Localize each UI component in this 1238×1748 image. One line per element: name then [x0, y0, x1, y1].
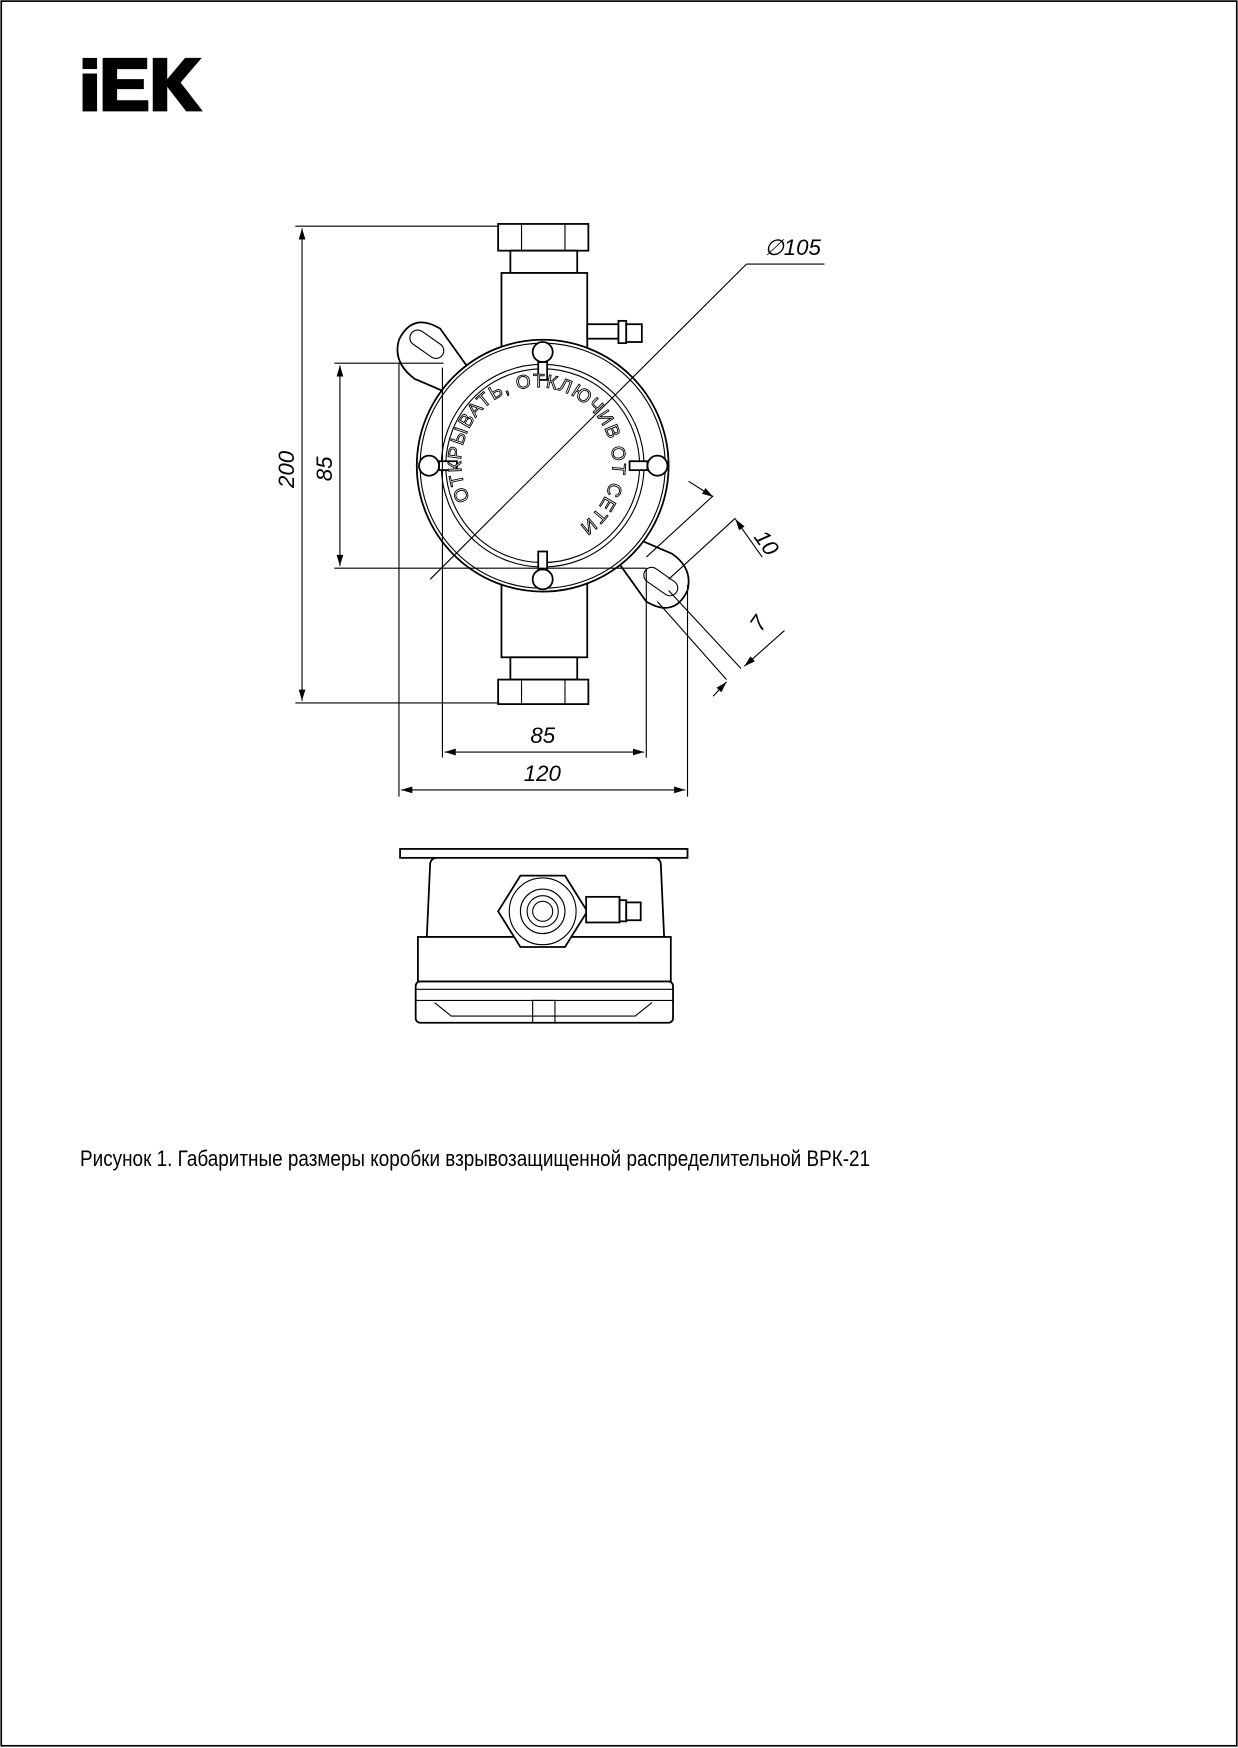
cover-screws: [418, 341, 669, 591]
iek-logo: [82, 57, 203, 112]
dim-diameter-105: ∅105: [764, 235, 821, 260]
side-view: [399, 848, 689, 1024]
front-view: ОТКРЫВАТЬ, ОТКЛЮЧИВ ОТ СЕТИ: [396, 223, 690, 705]
dim-mount-horizontal-85: 85: [530, 723, 555, 748]
figure-caption: Рисунок 1. Габаритные размеры коробки вз…: [80, 1146, 871, 1171]
dim-height-200: 200: [274, 450, 299, 489]
dim-slot-7: 7: [745, 610, 774, 636]
dim-lug-10: 10: [749, 526, 784, 561]
dim-mount-vertical-85: 85: [312, 456, 337, 481]
dim-width-120: 120: [524, 761, 562, 786]
